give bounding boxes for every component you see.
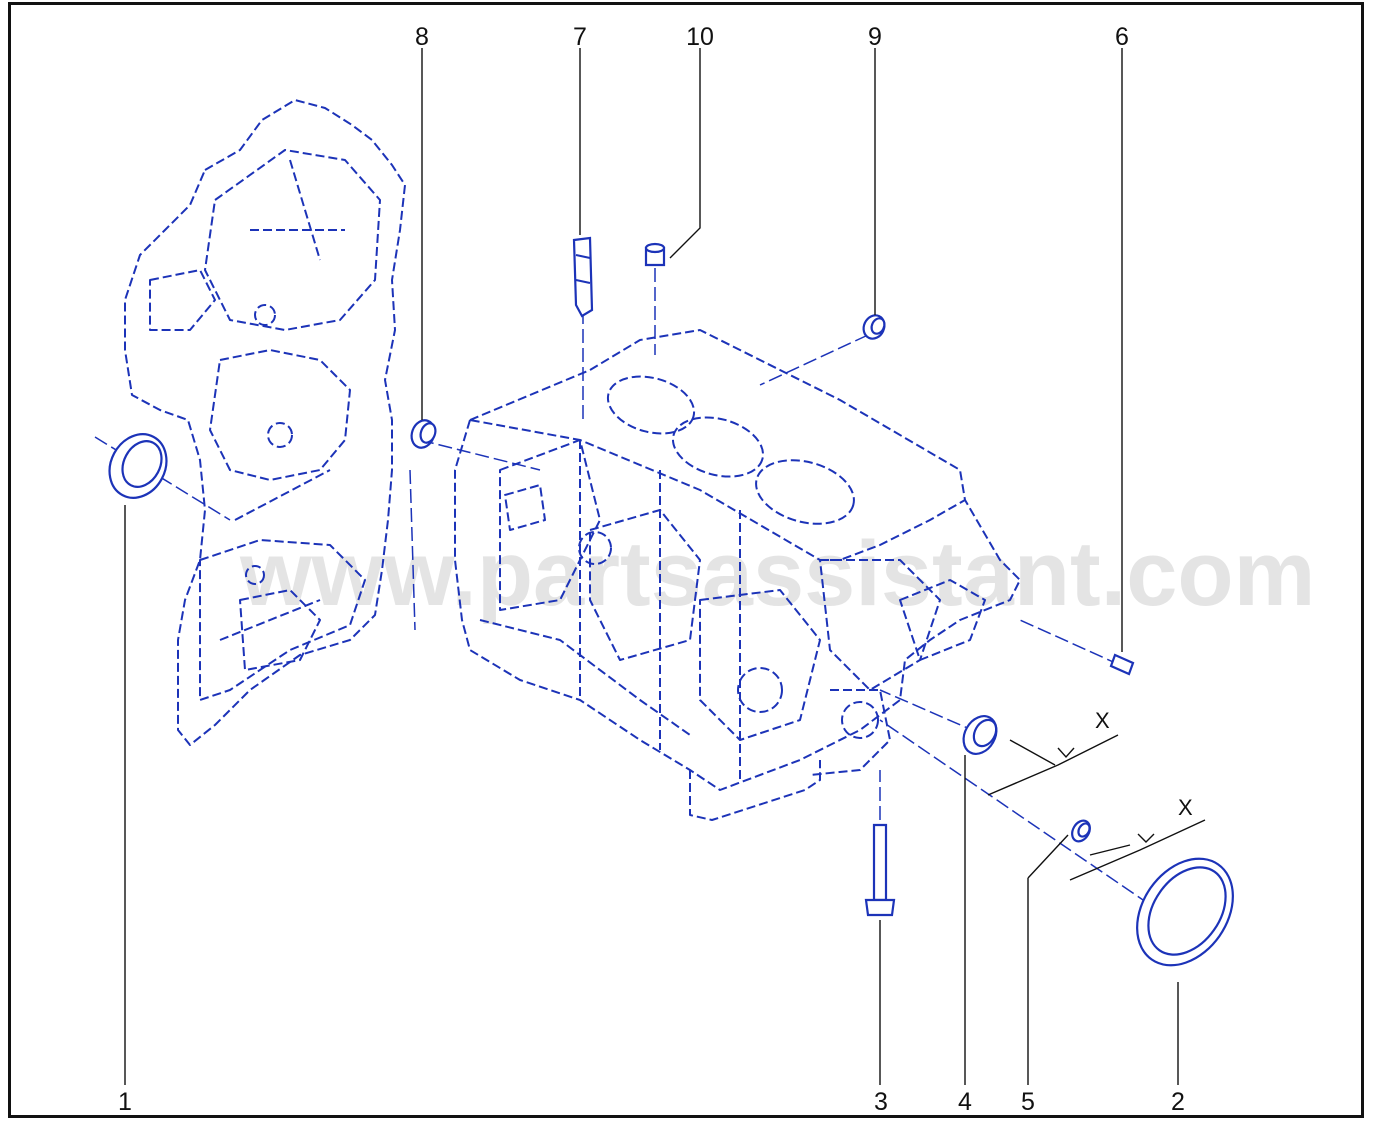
callout-6: 6 bbox=[1115, 23, 1129, 51]
dowel-pin bbox=[1109, 653, 1135, 676]
front-seal bbox=[108, 433, 168, 499]
small-plug bbox=[1071, 819, 1091, 843]
callout-7: 7 bbox=[573, 23, 587, 51]
callout-9: 9 bbox=[868, 23, 882, 51]
callout-numbers: 1 2 3 4 5 6 7 8 9 10 bbox=[118, 23, 1185, 1116]
callout-3: 3 bbox=[874, 1088, 888, 1116]
rear-crankshaft-seal bbox=[1136, 857, 1234, 967]
diagram-frame bbox=[8, 2, 1364, 1118]
callout-leaders bbox=[124, 48, 1179, 1085]
bolt bbox=[864, 823, 896, 917]
callout-10: 10 bbox=[686, 23, 714, 51]
callout-1: 1 bbox=[118, 1088, 132, 1116]
callout-2: 2 bbox=[1171, 1088, 1185, 1116]
cylinder-block bbox=[454, 329, 1021, 821]
watermark-text: www.partsassistant.com bbox=[239, 523, 1315, 625]
dowel-sleeve bbox=[644, 242, 666, 267]
core-plug-top bbox=[862, 314, 886, 340]
dimension-x-lower: X bbox=[1069, 795, 1206, 881]
dimension-label-lower: X bbox=[1178, 795, 1193, 820]
front-timing-cover bbox=[124, 99, 406, 746]
plug bbox=[962, 715, 998, 755]
callout-4: 4 bbox=[958, 1088, 972, 1116]
dimension-label-upper: X bbox=[1095, 708, 1110, 733]
dimension-x-upper: X bbox=[987, 708, 1119, 796]
callout-8: 8 bbox=[415, 23, 429, 51]
core-plug-left bbox=[410, 419, 437, 449]
oil-jet bbox=[572, 236, 594, 318]
callout-5: 5 bbox=[1021, 1088, 1035, 1116]
